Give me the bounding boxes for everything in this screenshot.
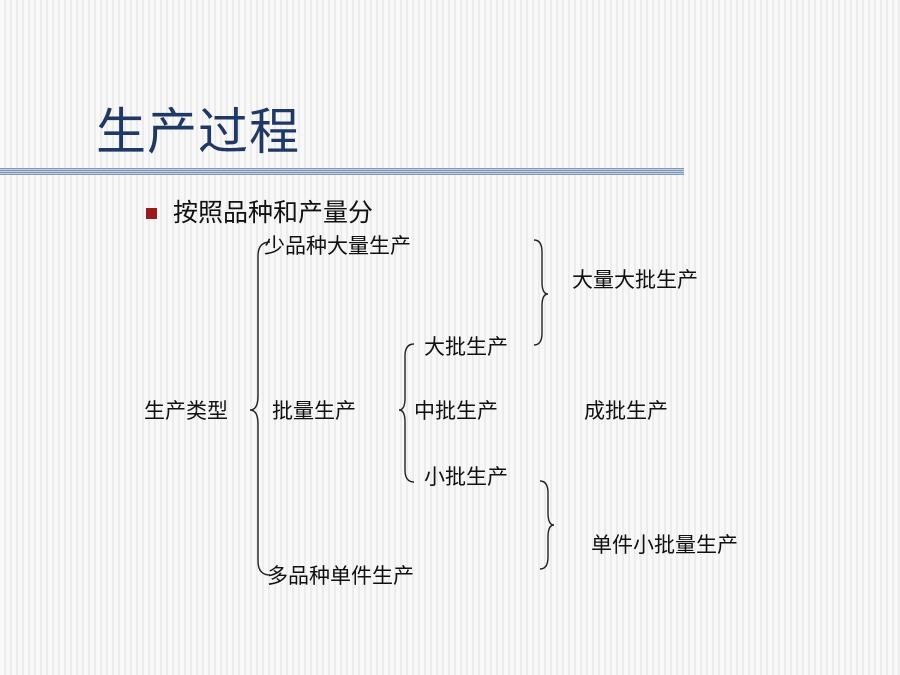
small-right-brace (539, 480, 555, 570)
label-small-batch: 小批生产 (424, 465, 508, 489)
label-medium-batch: 中批生产 (414, 399, 498, 423)
square-bullet-icon (146, 208, 157, 219)
label-batch-production: 批量生产 (272, 399, 356, 423)
bullet-text: 按照品种和产量分 (173, 198, 374, 227)
title-divider (0, 168, 684, 175)
group-single-small-batch: 单件小批量生产 (591, 533, 738, 557)
slide-title: 生产过程 (96, 103, 300, 161)
root-label-production-type: 生产类型 (144, 399, 228, 423)
large-right-brace (533, 239, 549, 346)
label-many-varieties-single-piece: 多品种单件生产 (267, 564, 414, 588)
batch-left-brace (398, 343, 415, 483)
group-mass-large-batch: 大量大批生产 (572, 268, 698, 292)
label-large-batch: 大批生产 (424, 335, 508, 359)
group-medium-batch: 成批生产 (584, 399, 668, 423)
label-few-varieties-large-volume: 少品种大量生产 (264, 234, 411, 258)
main-left-brace (249, 241, 271, 576)
